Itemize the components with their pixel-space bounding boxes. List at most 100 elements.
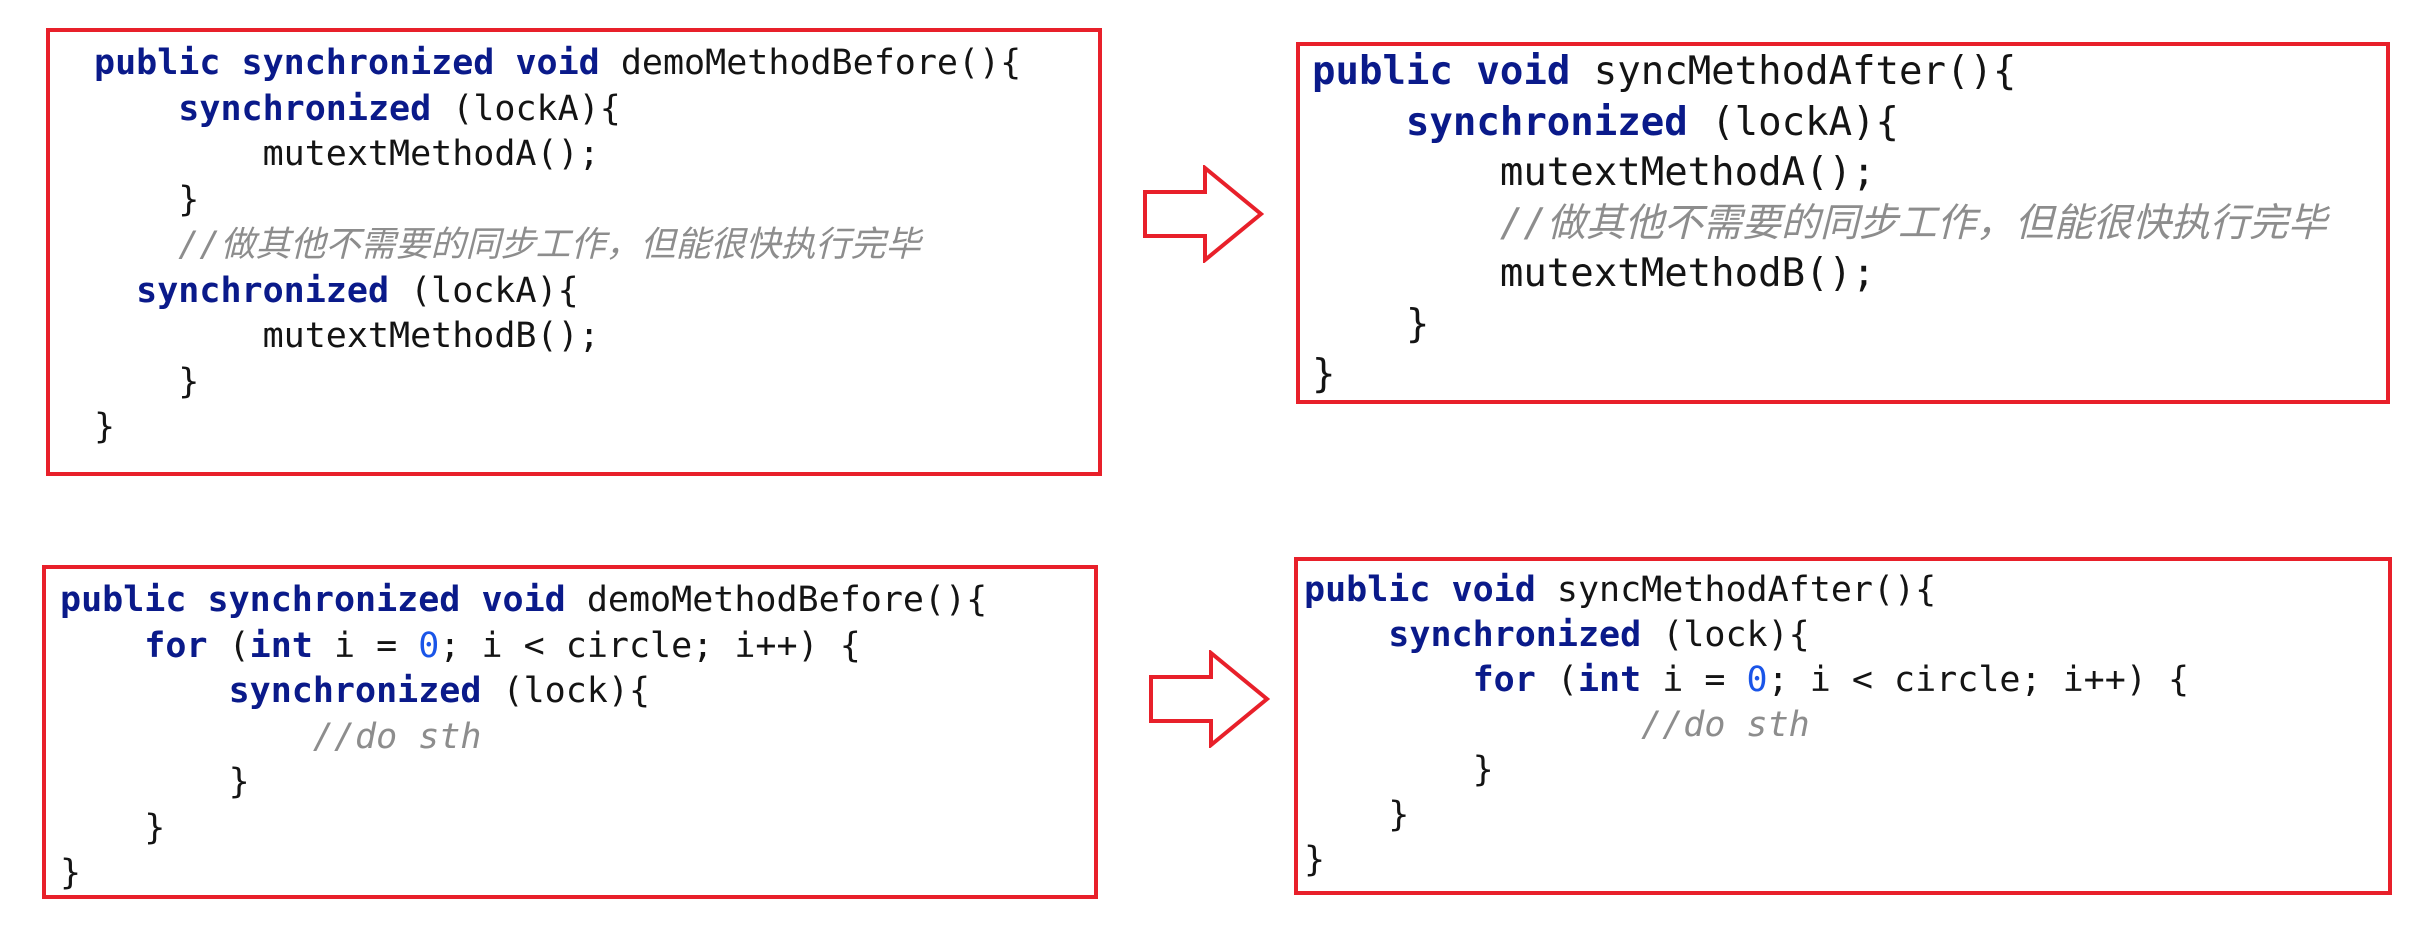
code-text [60,671,229,711]
code-line: //do sth [60,716,482,757]
code-text: } [1304,795,1410,835]
code-text: } [1304,750,1494,790]
code-text [60,626,144,666]
code-text: mutextMethodB(); [94,316,600,356]
code-text: mutextMethodA(); [1312,150,1876,195]
code-text: } [94,361,200,402]
code-line: synchronized (lockA){ [94,270,579,311]
code-keyword: public [1312,49,1453,94]
code-line: synchronized (lockA){ [94,88,621,129]
code-keyword: synchronized [228,671,482,711]
code-text: } [1312,301,1430,347]
code-keyword: for [1472,660,1536,700]
code-text: } [60,853,82,893]
code-text: (lockA){ [389,270,579,311]
code-text: ; i < circle; i++) { [1767,660,2190,700]
code-line: //做其他不需要的同步工作，但能很快执行完毕 [1312,204,2327,243]
code-line: } [60,807,166,848]
code-keyword: synchronized [178,88,432,129]
code-line: public void syncMethodAfter(){ [1304,573,1936,608]
code-line: public synchronized void demoMethodBefor… [60,583,987,618]
code-line: synchronized (lock){ [1304,615,1810,655]
code-keyword: void [515,43,600,83]
code-line: } [60,856,81,891]
arrow-right-icon [1143,165,1264,263]
code-line: } [1312,301,1430,347]
code-keyword: synchronized [207,580,461,620]
code-text [1304,615,1388,655]
code-text: ( [1535,660,1578,700]
code-line: for (int i = 0; i < circle; i++) { [60,625,860,666]
code-text [1312,201,1500,246]
code-text [94,271,136,311]
arrow-right-icon [1149,650,1270,748]
code-keyword: synchronized [241,43,495,83]
code-keyword: synchronized [136,270,390,311]
code-comment: //do sth [312,716,482,757]
code-panel-top-right: public void syncMethodAfter(){ synchroni… [1296,42,2390,404]
code-panel-bottom-right: public void syncMethodAfter(){ synchroni… [1294,557,2392,895]
code-text: (lockA){ [1687,99,1900,145]
code-panel-top-left: public synchronized void demoMethodBefor… [46,28,1102,476]
code-text: syncMethodAfter(){ [1570,49,2017,94]
code-line: synchronized (lock){ [60,674,650,709]
code-line: } [1304,843,1325,878]
code-text: } [94,407,116,447]
code-text [220,43,241,83]
code-text [1312,100,1406,145]
code-line: mutextMethodB(); [1312,254,1876,293]
code-line: } [1304,753,1494,788]
code-line: mutextMethodA(); [94,137,600,172]
code-line: //do sth [1304,708,1810,743]
code-text: ( [207,625,250,666]
code-text [186,580,207,620]
code-keyword: public [94,43,221,83]
code-text [494,43,515,83]
code-line: } [1304,798,1409,833]
code-text: i = [312,625,419,666]
code-number: 0 [418,625,440,666]
code-line: } [94,179,200,220]
code-text [1453,49,1476,94]
code-text: } [60,807,166,848]
code-number: 0 [1746,660,1768,700]
code-text: mutextMethodA(); [94,134,600,174]
code-panel-bottom-left: public synchronized void demoMethodBefor… [42,565,1098,899]
code-comment: 做其他不需要的同步工作，但能很快执行完毕 [220,225,921,265]
code-text: } [60,762,250,802]
code-line: } [60,765,250,800]
code-text [94,225,178,265]
code-line: public synchronized void demoMethodBefor… [94,46,1021,81]
code-text: mutextMethodB(); [1312,251,1876,296]
code-keyword: void [1476,49,1571,94]
code-line: } [94,361,200,402]
code-text [1430,570,1451,610]
code-text: (lockA){ [431,88,621,129]
code-text [60,717,313,757]
code-keyword: void [1451,570,1536,610]
code-keyword: for [144,625,208,666]
code-line: } [94,410,115,445]
code-text: demoMethodBefore(){ [565,580,988,620]
code-comment: //do sth [1641,705,1810,745]
code-text: demoMethodBefore(){ [599,43,1022,83]
code-text: } [94,179,200,220]
code-keyword: synchronized [1405,99,1688,145]
code-text: (lock){ [481,671,651,711]
code-text [1304,705,1641,745]
code-keyword: public [1304,570,1431,610]
code-line: //做其他不需要的同步工作，但能很快执行完毕 [94,228,920,263]
code-keyword: synchronized [1388,615,1642,655]
code-text: } [1312,352,1336,397]
code-text: (lock){ [1641,615,1810,655]
code-line: } [1312,355,1335,394]
code-text [1304,660,1473,700]
code-comment: // [1499,200,1547,246]
code-comment: // [178,225,221,265]
code-keyword: public [60,580,187,620]
code-text: syncMethodAfter(){ [1535,570,1937,610]
code-text: i = [1641,660,1747,700]
code-keyword: int [249,625,313,666]
code-line: mutextMethodA(); [1312,153,1876,192]
code-line: for (int i = 0; i < circle; i++) { [1304,663,2189,698]
